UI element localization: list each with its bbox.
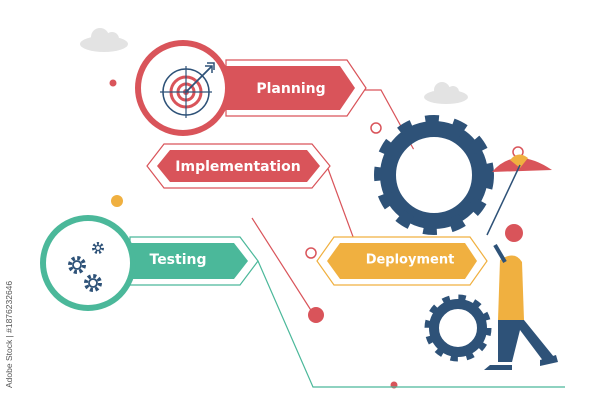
- connector-end-dot: [308, 307, 324, 323]
- cloud-icon: [80, 28, 128, 52]
- planning-label: Planning: [256, 81, 325, 97]
- gear-icon: [424, 294, 492, 362]
- person-with-umbrella: [484, 154, 558, 370]
- testing-label: Testing: [150, 252, 207, 268]
- target-arrow-icon: [160, 62, 215, 118]
- step-planning: Planning: [135, 40, 367, 136]
- decor-ring: [370, 122, 382, 134]
- decor-ring: [305, 247, 317, 259]
- gears-icon: [68, 242, 104, 292]
- decor-dot: [109, 79, 117, 87]
- stock-credit: Adobe Stock | #1876232646: [4, 280, 14, 388]
- decor-dot: [111, 195, 123, 207]
- cloud-icon: [424, 82, 468, 104]
- implementation-label: Implementation: [175, 159, 300, 175]
- step-testing: Testing: [40, 215, 259, 311]
- gear-icon: [374, 115, 494, 235]
- connector-testing: [257, 260, 565, 388]
- step-implementation: Implementation: [146, 143, 331, 189]
- connector-implementation-dot: [251, 217, 315, 316]
- step-deployment: Deployment: [316, 236, 488, 286]
- deployment-label: Deployment: [366, 253, 455, 268]
